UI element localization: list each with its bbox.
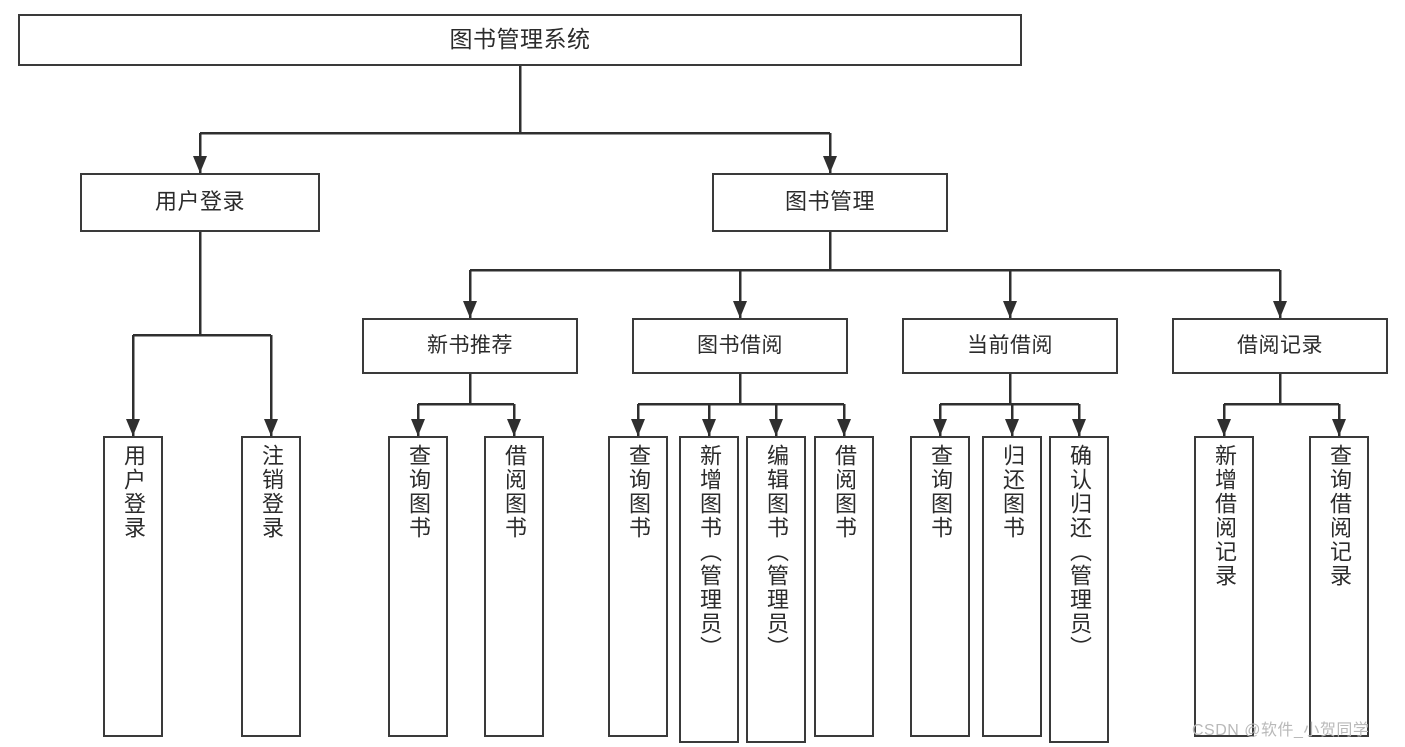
node-login[interactable]: 用户登录 [80, 173, 320, 232]
node-newbook[interactable]: 新书推荐 [362, 318, 578, 374]
node-label: 查询图书 [406, 444, 431, 540]
node-label: 编辑图书（管理员） [764, 444, 789, 660]
node-label: 借阅图书 [832, 444, 857, 540]
node-borrow[interactable]: 图书借阅 [632, 318, 848, 374]
node-label: 图书借阅 [697, 334, 783, 358]
node-leaf-new-1[interactable]: 查询图书 [388, 436, 448, 737]
node-leaf-login-2[interactable]: 注销登录 [241, 436, 301, 737]
node-label: 归还图书 [1000, 444, 1025, 540]
node-label: 借阅图书 [502, 444, 527, 540]
node-leaf-rec-2[interactable]: 查询借阅记录 [1309, 436, 1369, 737]
node-leaf-rec-1[interactable]: 新增借阅记录 [1194, 436, 1254, 737]
node-label: 新增图书（管理员） [697, 444, 722, 660]
csdn-watermark: CSDN @软件_小贺同学 [1192, 722, 1370, 739]
node-leaf-cur-1[interactable]: 查询图书 [910, 436, 970, 737]
node-root[interactable]: 图书管理系统 [18, 14, 1022, 66]
node-label: 确认归还（管理员） [1067, 444, 1092, 660]
node-leaf-borrow-3[interactable]: 编辑图书（管理员） [746, 436, 806, 743]
node-current[interactable]: 当前借阅 [902, 318, 1118, 374]
node-label: 当前借阅 [967, 334, 1053, 358]
node-label: 新增借阅记录 [1212, 444, 1237, 588]
node-label: 注销登录 [259, 444, 284, 540]
node-label: 借阅记录 [1237, 334, 1323, 358]
node-label: 图书管理 [784, 189, 875, 215]
node-label: 新书推荐 [427, 334, 513, 358]
node-label: 用户登录 [154, 189, 245, 215]
node-leaf-borrow-2[interactable]: 新增图书（管理员） [679, 436, 739, 743]
node-label: 查询图书 [928, 444, 953, 540]
node-label: 图书管理系统 [449, 26, 591, 53]
node-bookmgmt[interactable]: 图书管理 [712, 173, 948, 232]
node-leaf-cur-2[interactable]: 归还图书 [982, 436, 1042, 737]
node-leaf-login-1[interactable]: 用户登录 [103, 436, 163, 737]
node-leaf-cur-3[interactable]: 确认归还（管理员） [1049, 436, 1109, 743]
node-label: 用户登录 [121, 444, 146, 540]
node-leaf-borrow-4[interactable]: 借阅图书 [814, 436, 874, 737]
node-leaf-new-2[interactable]: 借阅图书 [484, 436, 544, 737]
node-label: 查询图书 [626, 444, 651, 540]
node-records[interactable]: 借阅记录 [1172, 318, 1388, 374]
node-label: 查询借阅记录 [1327, 444, 1352, 588]
node-leaf-borrow-1[interactable]: 查询图书 [608, 436, 668, 737]
